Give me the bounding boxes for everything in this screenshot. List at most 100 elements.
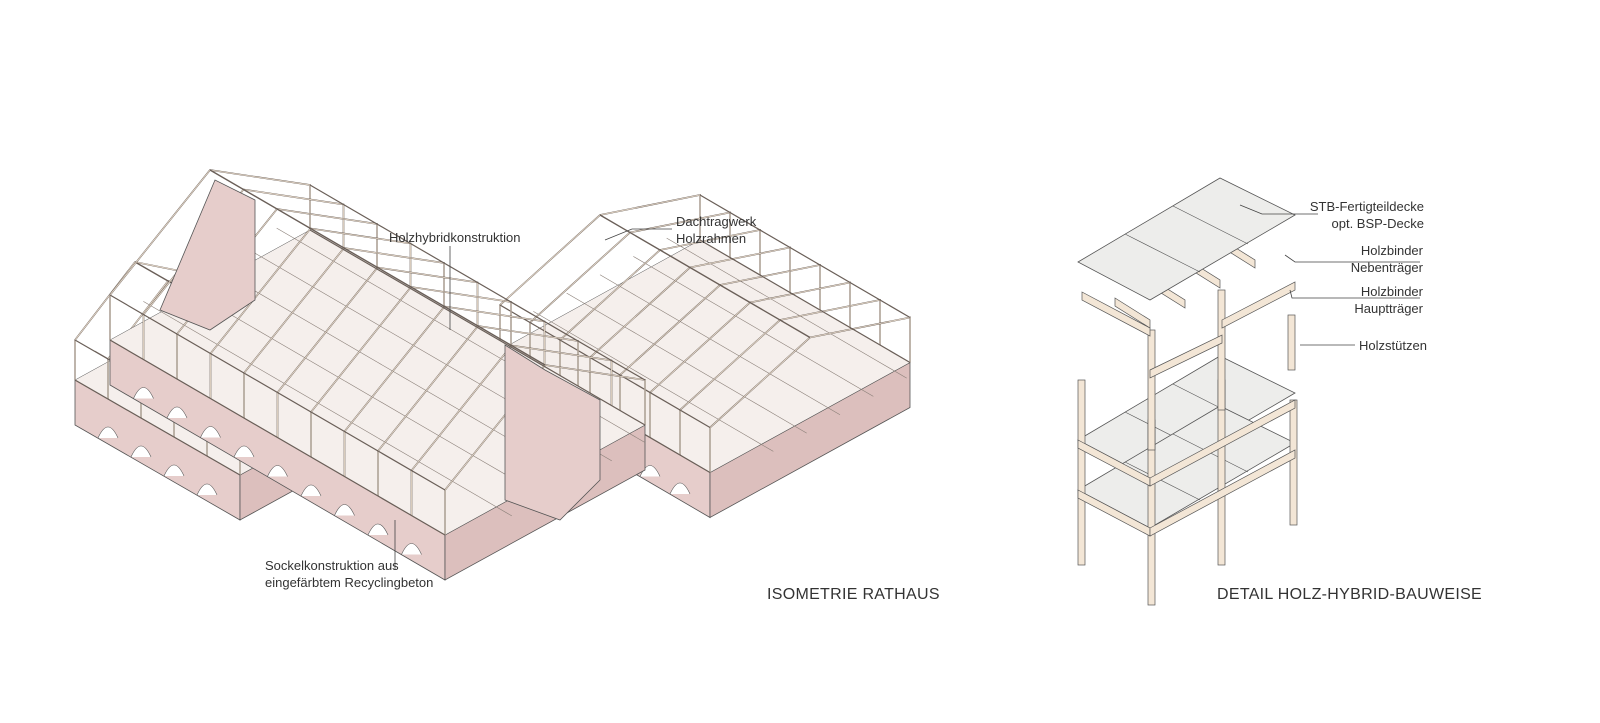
arch xyxy=(163,464,185,477)
longitudinal-beam xyxy=(699,194,911,319)
timber-column xyxy=(1077,379,1086,566)
longitudinal-beam xyxy=(109,294,446,491)
timber-column xyxy=(1147,329,1156,451)
label-line: Sockelkonstruktion aus xyxy=(265,558,399,573)
isometric-town-hall xyxy=(74,169,911,581)
floor-joist xyxy=(656,345,687,364)
floor-joist xyxy=(726,272,757,291)
floor-joist xyxy=(743,433,774,452)
ridge-beam xyxy=(599,214,811,339)
floor-joist xyxy=(843,378,874,397)
leader-nebentraeger xyxy=(1284,254,1420,263)
timber-column xyxy=(1287,314,1296,371)
label-holzhybridkonstruktion: Holzhybridkonstruktion xyxy=(389,230,521,245)
arch xyxy=(401,543,422,555)
floor-joist xyxy=(176,320,211,341)
floor-joist xyxy=(276,303,311,324)
floor-joist xyxy=(629,291,661,311)
floor-joist xyxy=(746,397,777,416)
label-dachtragwerk: Dachtragwerk Holzrahmen xyxy=(676,213,756,247)
floor-joist xyxy=(716,380,747,399)
floor-joist xyxy=(310,398,345,419)
leader-decke xyxy=(1239,204,1318,215)
label-nebentraeger: Holzbinder Nebenträger xyxy=(1351,242,1423,276)
timber-beam xyxy=(1149,334,1223,379)
longitudinal-beam xyxy=(699,239,911,364)
floor-joist xyxy=(310,247,344,268)
floor-joist xyxy=(816,325,847,344)
title-isometrie: ISOMETRIE RATHAUS xyxy=(767,586,940,603)
longitudinal-beam xyxy=(309,229,646,426)
floor-joist xyxy=(377,361,412,383)
floor-joist xyxy=(277,379,311,400)
label-line: Dachtragwerk xyxy=(676,214,757,229)
leader-dachtragwerk xyxy=(604,228,672,241)
floor-joist xyxy=(663,273,694,292)
floor-joist xyxy=(276,265,311,286)
floor-joist xyxy=(666,237,697,256)
label-line: Hauptträger xyxy=(1354,301,1423,316)
floor-joist xyxy=(377,324,411,345)
timber-column xyxy=(1289,399,1298,526)
floor-joist xyxy=(566,292,597,311)
arch xyxy=(267,465,288,477)
floor-joist xyxy=(786,307,817,326)
longitudinal-beam xyxy=(74,379,241,476)
timber-beam xyxy=(1149,399,1296,487)
floor-joist xyxy=(659,309,691,328)
floor-joist xyxy=(410,381,445,402)
floor-joist xyxy=(343,304,378,325)
slab-joint xyxy=(1172,205,1249,245)
floor-joist xyxy=(686,362,717,381)
floor-joist xyxy=(611,422,646,443)
concrete-gable-wall xyxy=(504,344,601,521)
floor-joist xyxy=(411,457,445,478)
floor-joist xyxy=(410,305,445,326)
timber-beam xyxy=(1081,291,1151,337)
floor-joist xyxy=(723,308,754,327)
concrete-gable-wall xyxy=(159,179,256,331)
label-line: Nebenträger xyxy=(1350,260,1423,275)
floor-joist xyxy=(876,360,907,379)
arch xyxy=(200,426,221,438)
floor-joist xyxy=(749,361,781,381)
floor-joist xyxy=(599,274,631,293)
arch xyxy=(130,445,152,458)
floor-joist xyxy=(343,266,378,287)
leader-lines xyxy=(394,204,1420,570)
floor-joist xyxy=(243,359,278,380)
ridge-beam xyxy=(209,169,546,366)
floor-joist xyxy=(633,256,664,275)
longitudinal-beam xyxy=(499,304,711,429)
slab-joint xyxy=(1124,233,1201,273)
floor-joist xyxy=(813,361,844,380)
label-line: Holzbinder xyxy=(1360,284,1423,299)
arch xyxy=(166,406,188,419)
floor-joist xyxy=(444,400,479,422)
floor-joist xyxy=(696,255,727,274)
floor-joist xyxy=(776,415,807,434)
timber-column xyxy=(1217,289,1226,411)
label-sockelkonstruktion: Sockelkonstruktion aus eingefärbtem Recy… xyxy=(265,557,433,591)
label-holzstuetzen: Holzstützen xyxy=(1359,338,1427,353)
floor-joist xyxy=(846,342,877,361)
floor-joist xyxy=(377,437,412,458)
timber-beam xyxy=(1114,297,1151,329)
floor-joist xyxy=(444,363,478,384)
longitudinal-beam xyxy=(309,184,646,381)
floor-joist xyxy=(693,291,724,310)
title-detail: DETAIL HOLZ-HYBRID-BAUWEISE xyxy=(1217,586,1483,603)
floor-joist xyxy=(756,290,787,309)
timber-beam xyxy=(1149,449,1296,537)
label-decke: STB-Fertigteildecke opt. BSP-Decke xyxy=(1310,198,1424,232)
floor-joist xyxy=(779,379,811,398)
leader-haupttraeger xyxy=(1289,289,1420,299)
floor-joist xyxy=(276,227,311,248)
arch xyxy=(669,482,691,495)
timber-beam xyxy=(1221,281,1296,329)
floor-joist xyxy=(444,476,479,497)
floor-joist xyxy=(143,301,177,322)
label-line: eingefärbtem Recyclingbeton xyxy=(265,575,434,590)
floor-joist xyxy=(310,322,345,344)
